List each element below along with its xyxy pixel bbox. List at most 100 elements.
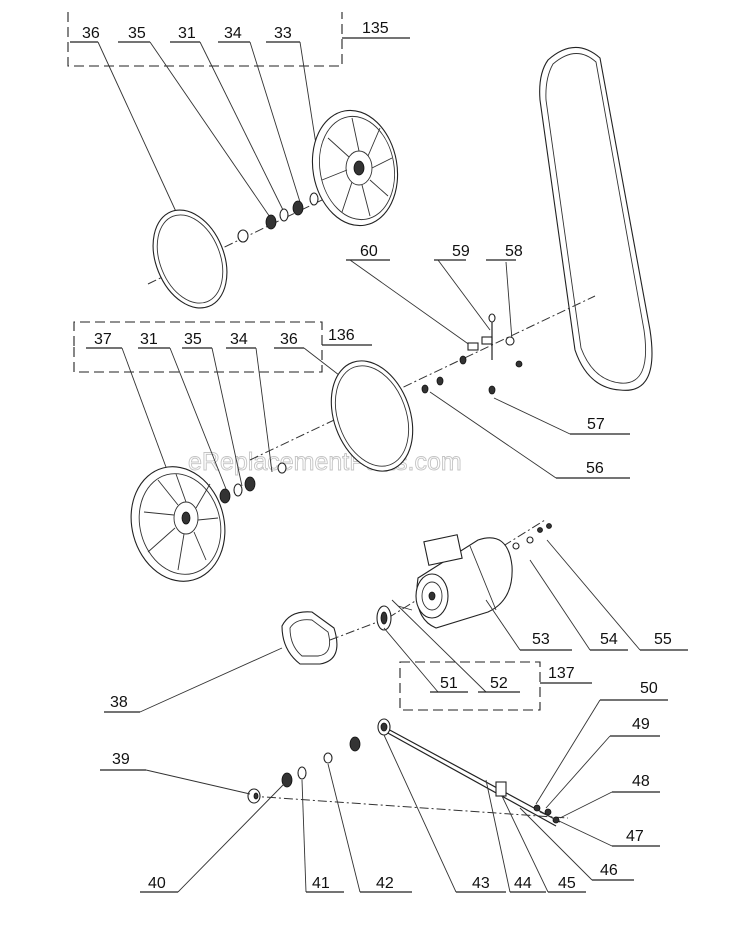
leader-34-upper (249, 41, 301, 203)
motor-pulley (376, 605, 392, 631)
leader-39 (145, 769, 251, 795)
washer-48 (544, 808, 552, 816)
motor-nut-2 (546, 523, 552, 529)
upper-bearing-1 (265, 214, 277, 230)
bracket-45 (495, 781, 507, 797)
label-35-lower: 35 (184, 331, 202, 348)
label-35-upper: 35 (128, 25, 146, 42)
label-48: 48 (632, 773, 650, 790)
leader-58 (505, 261, 513, 341)
leader-54 (529, 559, 591, 651)
leader-46 (519, 807, 593, 881)
upper-tire (152, 209, 228, 309)
label-57: 57 (587, 416, 605, 433)
label-50: 50 (640, 680, 658, 697)
motor-washer-2 (526, 536, 534, 544)
shaft-axis (249, 795, 569, 819)
shaft (385, 727, 561, 823)
upper-spacer (309, 192, 319, 206)
upper-bearing-2 (292, 200, 304, 216)
saw-blade (539, 46, 653, 391)
nut-58 (515, 360, 523, 368)
leader-31-lower (169, 347, 229, 495)
mid-axis (249, 295, 596, 461)
group-135-bracket (67, 12, 343, 67)
leader-52 (391, 599, 487, 693)
leader-34-lower (255, 347, 273, 473)
label-58: 58 (505, 243, 523, 260)
key-52 (397, 605, 413, 611)
leader-57 (493, 397, 571, 435)
leader-48 (559, 791, 613, 819)
group-137-bracket (399, 661, 541, 711)
label-52: 52 (490, 675, 508, 692)
label-43: 43 (472, 875, 490, 892)
bearing-42 (349, 736, 361, 752)
belt (281, 611, 338, 665)
label-56: 56 (586, 460, 604, 477)
leader-35-lower (211, 347, 243, 487)
label-39: 39 (112, 751, 130, 768)
group-137 (399, 661, 592, 711)
leader-31-upper (199, 41, 285, 213)
label-31-lower: 31 (140, 331, 158, 348)
label-41: 41 (312, 875, 330, 892)
label-53: 53 (532, 631, 550, 648)
motor-washer-1 (512, 542, 520, 550)
label-36-lower: 36 (280, 331, 298, 348)
label-54: 54 (600, 631, 618, 648)
nut-47 (533, 804, 541, 812)
leader-38 (139, 647, 283, 713)
leader-60 (349, 259, 475, 349)
part-39 (247, 788, 261, 804)
label-59: 59 (452, 243, 470, 260)
leader-49 (545, 735, 611, 809)
label-33: 33 (274, 25, 292, 42)
group-135 (67, 12, 410, 67)
lower-wheel (130, 466, 226, 582)
bracket-59 (481, 336, 493, 345)
leader-42 (327, 763, 361, 893)
washer-58 (505, 336, 515, 346)
label-55: 55 (654, 631, 672, 648)
leader-59 (437, 259, 491, 331)
label-31-upper: 31 (178, 25, 196, 42)
spacer-42 (323, 752, 333, 764)
leader-56 (429, 391, 557, 479)
motor (415, 534, 513, 629)
leader-50 (535, 699, 601, 805)
upper-washer (237, 229, 249, 243)
bearing-40 (281, 772, 293, 788)
leader-44 (485, 779, 511, 893)
group-136-bracket (73, 321, 323, 373)
lower-tire (330, 360, 414, 472)
nut-57 (488, 385, 496, 395)
label-45: 45 (558, 875, 576, 892)
label-40: 40 (148, 875, 166, 892)
leader-35-upper (149, 41, 273, 221)
label-36-upper: 36 (82, 25, 100, 42)
motor-nut-1 (537, 527, 543, 533)
label-136: 136 (328, 327, 355, 344)
leader-47 (539, 811, 613, 847)
leader-41 (301, 779, 307, 893)
label-60: 60 (360, 243, 378, 260)
bracket-60 (467, 342, 479, 351)
lower-snap-ring (233, 483, 243, 497)
watermark: eReplacementParts.com (188, 448, 462, 476)
lower-bearing-2 (219, 488, 231, 504)
group-136 (73, 321, 372, 373)
washer-56 (421, 384, 429, 394)
label-51: 51 (440, 675, 458, 692)
label-38: 38 (110, 694, 128, 711)
upper-snap-ring (279, 208, 289, 222)
upper-wheel (311, 109, 399, 227)
label-34-lower: 34 (230, 331, 248, 348)
label-34-upper: 34 (224, 25, 242, 42)
label-137: 137 (548, 665, 575, 682)
label-44: 44 (514, 875, 532, 892)
snap-ring-41 (297, 766, 307, 780)
label-49: 49 (632, 716, 650, 733)
label-46: 46 (600, 862, 618, 879)
